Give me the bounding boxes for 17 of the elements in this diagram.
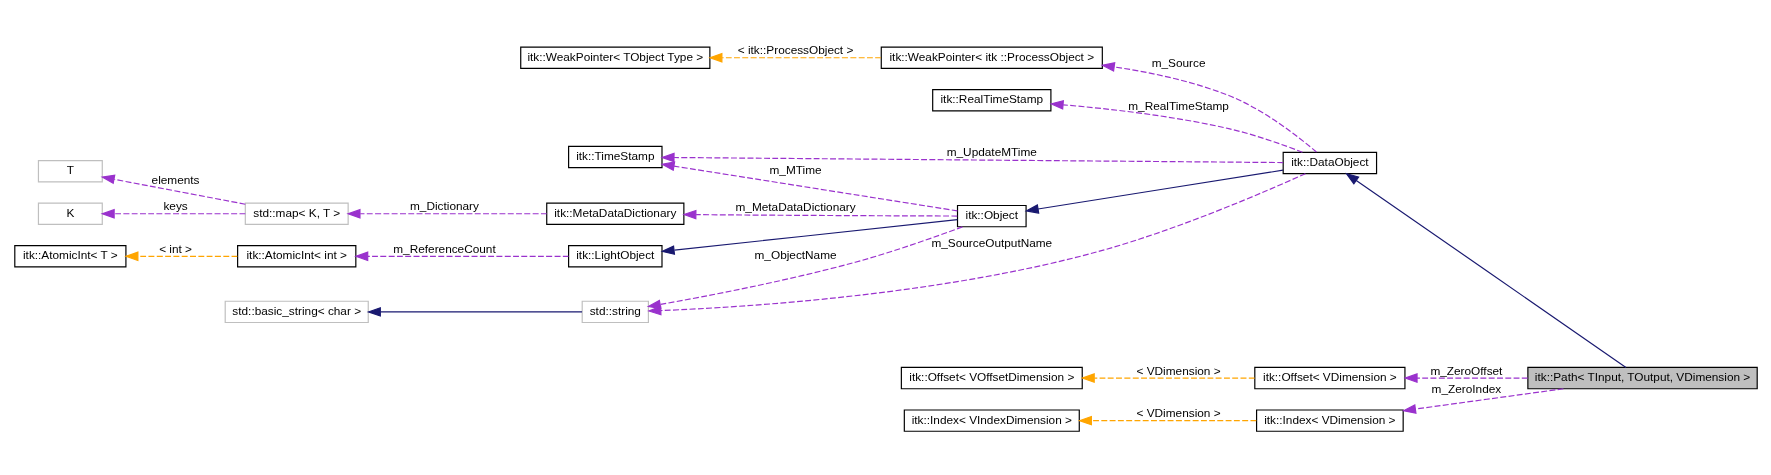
- edge-label: < itk::ProcessObject >: [737, 42, 853, 57]
- edge-label: keys: [162, 198, 188, 213]
- edge-label: m_MetaDataDictionary: [735, 199, 856, 214]
- edge-label: elements: [151, 172, 200, 187]
- edge-label: m_ReferenceCount: [392, 241, 496, 256]
- edge-label: < VDimension >: [1136, 405, 1221, 420]
- edge-label: < int >: [158, 241, 192, 256]
- edge-label: m_ZeroOffset: [1429, 363, 1502, 378]
- edge-label: m_SourceOutputName: [930, 235, 1052, 250]
- edge-label: < VDimension >: [1136, 363, 1221, 378]
- edge-label: m_UpdateMTime: [946, 144, 1037, 159]
- edge-label: m_MTime: [769, 162, 822, 177]
- edge-label: m_Source: [1151, 55, 1205, 70]
- edge-label: m_ObjectName: [754, 247, 837, 262]
- edge-label: m_RealTimeStamp: [1127, 98, 1229, 113]
- edge-label: m_ZeroIndex: [1431, 381, 1501, 396]
- edge-label: m_Dictionary: [409, 198, 479, 213]
